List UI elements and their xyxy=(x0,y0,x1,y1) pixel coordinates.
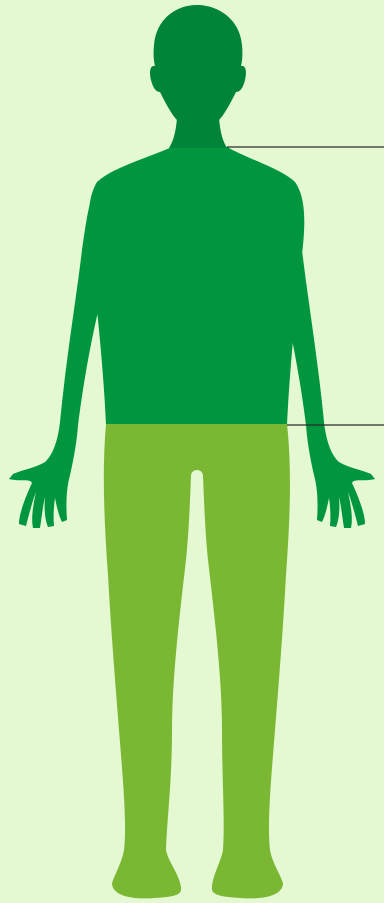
torso xyxy=(89,147,305,425)
neck xyxy=(169,118,227,148)
